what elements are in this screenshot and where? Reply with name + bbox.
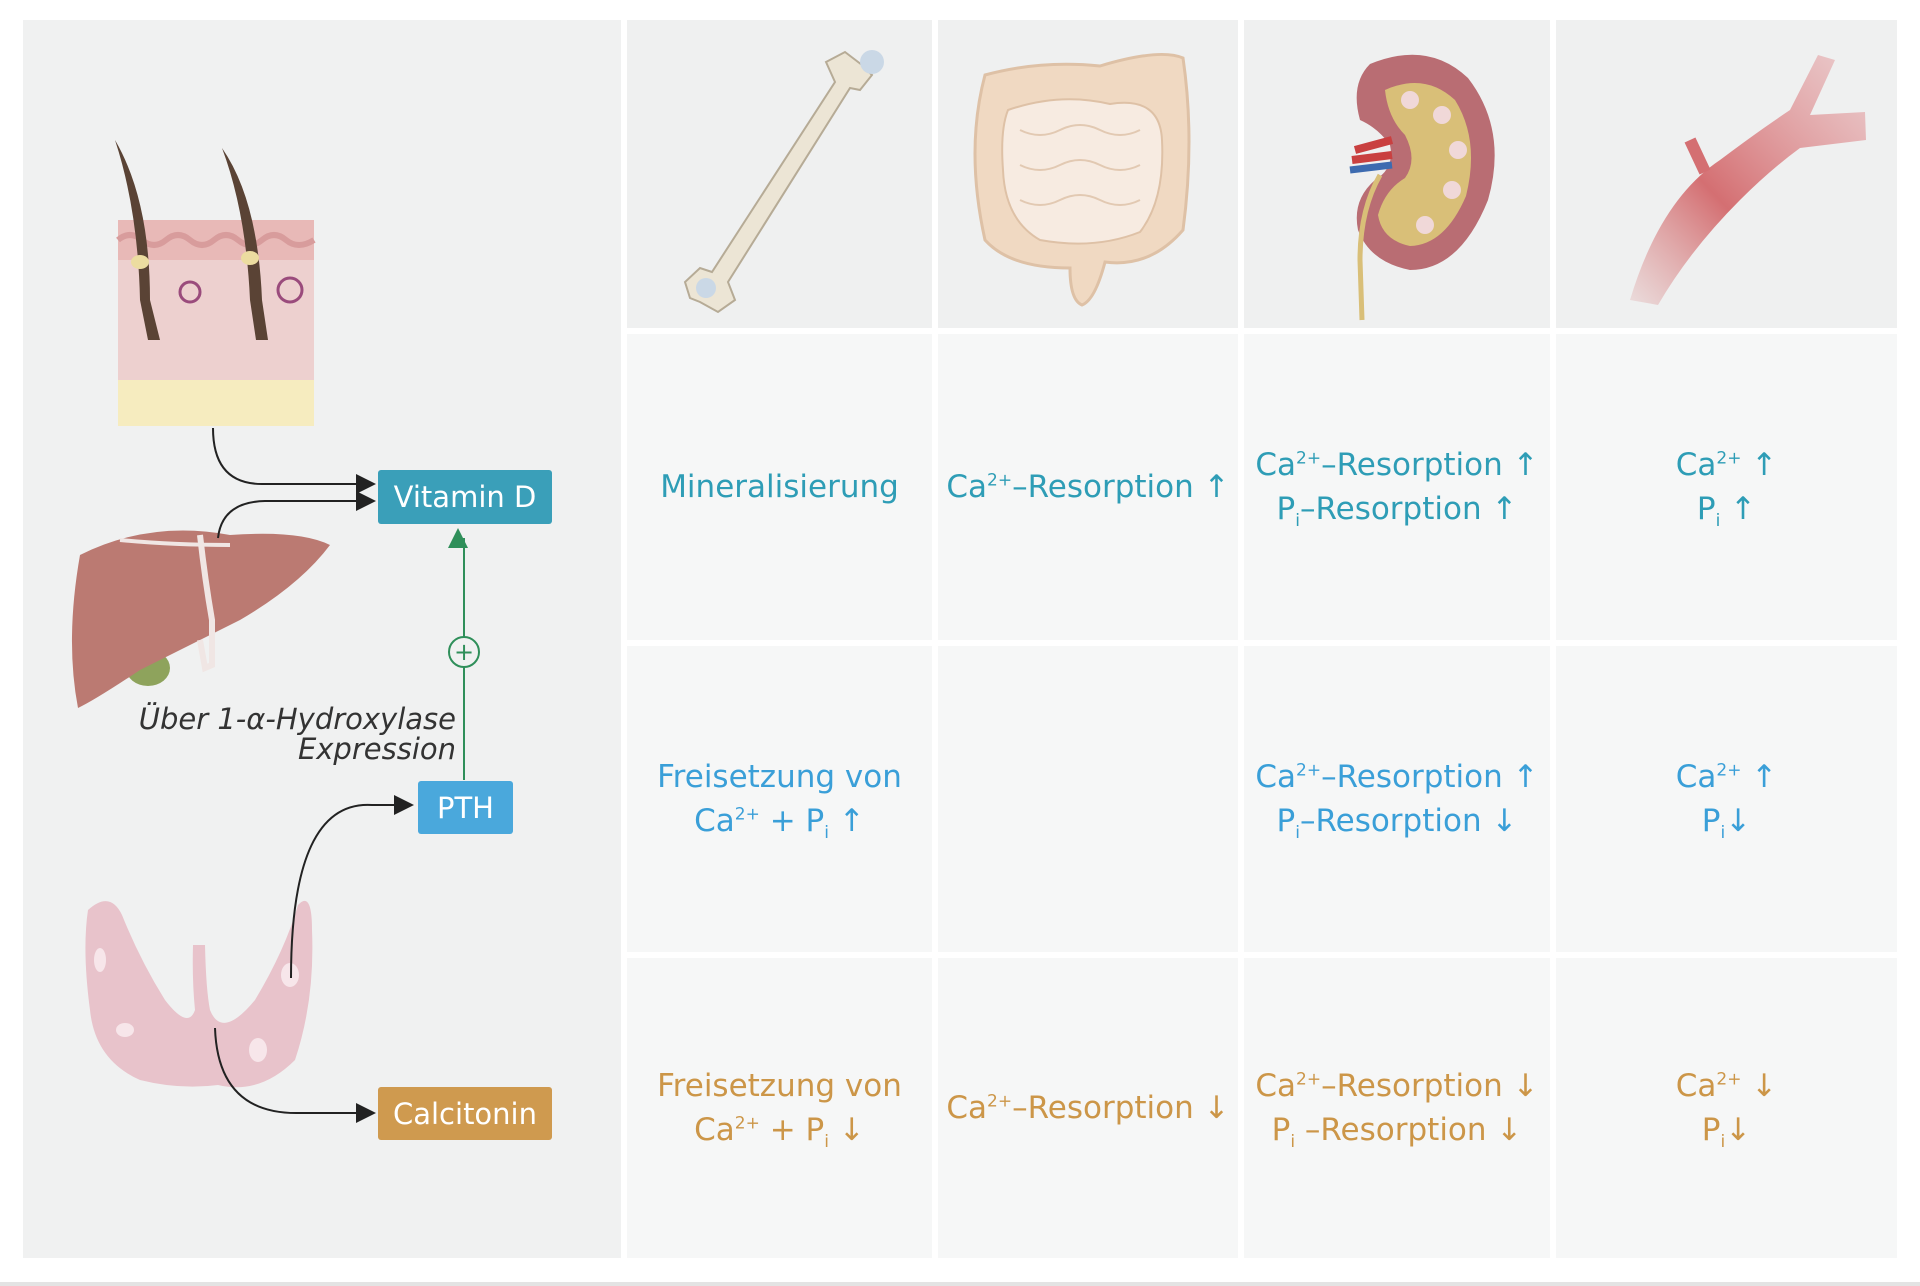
thyroid-icon — [85, 900, 313, 1088]
cell-calc-vessel: Ca2+ ↓ Pi↓ — [1556, 958, 1897, 1258]
cell-vitd-intestine: Ca2+–Resorption ↑ — [938, 334, 1238, 640]
plus-circle-icon — [448, 636, 480, 668]
cell-pth-intestine — [938, 646, 1238, 952]
cell-vitd-kidney: Ca2+–Resorption ↑ Pi–Resorption ↑ — [1244, 334, 1550, 640]
liver-icon — [71, 530, 330, 708]
cell-vitd-bone: Mineralisierung — [627, 334, 932, 640]
plus-sign: + — [453, 638, 475, 666]
cell-calc-intestine: Ca2+–Resorption ↓ — [938, 958, 1238, 1258]
cell-pth-kidney: Ca2+–Resorption ↑ Pi–Resorption ↓ — [1244, 646, 1550, 952]
pathway-label: Über 1-α-Hydroxylase Expression — [138, 702, 456, 766]
cell-calc-bone: Freisetzung von Ca2+ + Pi ↓ — [627, 958, 932, 1258]
pth-box: PTH — [418, 781, 513, 834]
skin-icon — [115, 140, 316, 426]
bone-icon — [683, 50, 884, 314]
blood-vessel-icon — [1630, 55, 1866, 305]
cell-pth-bone: Freisetzung von Ca2+ + Pi ↑ — [627, 646, 932, 952]
cell-calc-kidney: Ca2+–Resorption ↓ Pi –Resorption ↓ — [1244, 958, 1550, 1258]
kidney-icon — [1349, 54, 1495, 321]
calcitonin-box: Calcitonin — [378, 1087, 552, 1140]
cell-vitd-vessel: Ca2+ ↑ Pi ↑ — [1556, 334, 1897, 640]
vitamin-d-box: Vitamin D — [378, 470, 552, 524]
bottom-border — [0, 1282, 1920, 1286]
cell-pth-vessel: Ca2+ ↑ Pi↓ — [1556, 646, 1897, 952]
intestine-icon — [973, 52, 1191, 307]
